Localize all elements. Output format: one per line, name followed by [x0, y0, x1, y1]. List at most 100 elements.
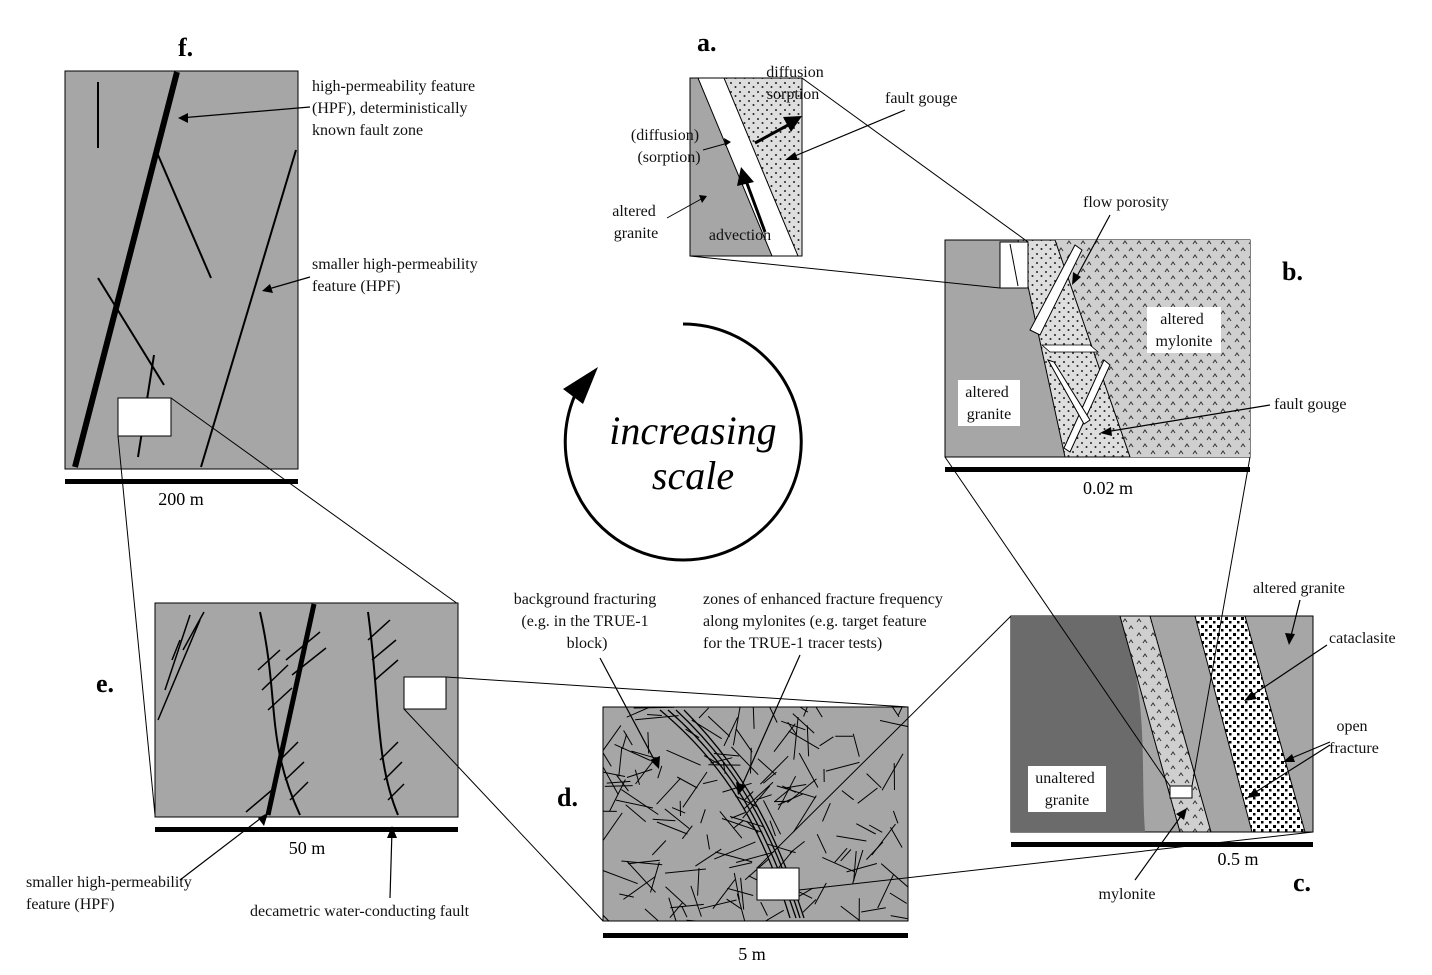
panel-d-leader: [739, 654, 801, 791]
arrowhead-icon: [258, 813, 268, 826]
panel-e-letter: e.: [96, 669, 114, 698]
panel-d-fracture: [892, 810, 899, 824]
increasing-scale-indicator: increasing scale: [563, 322, 803, 562]
panel-d-fracture: [618, 747, 623, 777]
connector-c-b: [944, 456, 1251, 787]
panel-d-fracture: [634, 769, 640, 785]
panel-d-fracture: [752, 707, 755, 729]
panel-c-scale-label: 0.5 m: [1217, 849, 1258, 869]
panel-d-fracture: [769, 820, 776, 837]
panel-c-label-altered-granite: altered granite: [1253, 580, 1345, 597]
panel-d-fracture: [712, 879, 736, 910]
panel-d-fracture: [889, 892, 907, 904]
panel-d-fracture: [788, 730, 820, 750]
panel-d-fracture: [803, 707, 808, 717]
circular-arrow-icon: [563, 322, 803, 562]
panel-b-leader: [1104, 404, 1271, 433]
panel-d-fracture: [676, 776, 698, 789]
panel-b-label-flow-porosity: flow porosity: [1083, 194, 1169, 211]
panel-c-mylonite-band: [1119, 616, 1212, 832]
panel-d-fracture: [822, 856, 855, 873]
panel-d-fracture: [868, 824, 883, 833]
panel-d-fracture: [603, 812, 623, 842]
panel-d-fracture: [698, 707, 710, 719]
panel-d-fracture: [744, 791, 754, 801]
panel-e-fault-trace: [259, 611, 301, 816]
panel-d-fracture: [686, 919, 700, 921]
arrowhead-icon: [387, 826, 397, 838]
panel-d-fracture: [840, 849, 852, 862]
arrowhead-icon: [1285, 633, 1295, 645]
panel-d-fracture: [603, 725, 622, 752]
panel-d-fracture: [633, 707, 675, 709]
connector-d-c: [756, 615, 1314, 891]
panel-d-fracture: [784, 784, 807, 789]
arrowhead-icon: [1283, 754, 1295, 762]
panel-a: a. diffusion sorption fault gouge (diffu…: [612, 28, 957, 257]
panel-d-fracture: [852, 849, 864, 884]
panel-d-fracture: [743, 781, 774, 810]
panel-a-leader: [666, 197, 704, 219]
panel-d-fracture: [792, 713, 815, 734]
panel-d-fracture: [777, 793, 804, 806]
panel-c-label-mylonite: mylonite: [1099, 886, 1156, 903]
panel-a-leader: [702, 142, 729, 151]
panel-b-zoom-fracture: [1009, 243, 1019, 287]
arrowhead-icon: [724, 138, 731, 146]
panel-a-label-altered-granite: altered granite: [612, 203, 660, 242]
panel-b-label-bg: [1147, 307, 1221, 353]
panel-f-major-fault-zone: [72, 71, 180, 468]
panel-d-fracture: [861, 907, 886, 913]
panel-c-leader: [1286, 741, 1331, 761]
panel-c-zoom-box: [1169, 785, 1193, 799]
panel-d-fracture: [626, 860, 656, 893]
panel-d-fracture: [697, 867, 700, 896]
connector-e-d: [403, 676, 909, 922]
panel-f-leader: [264, 276, 311, 291]
arrowhead-icon: [699, 195, 707, 203]
panel-c: 0.5 m c. unaltered granite altered grani…: [1010, 580, 1396, 903]
panel-d-fracture: [603, 766, 619, 795]
panel-d-fracture: [897, 707, 903, 716]
panel-b-label-bg: [958, 380, 1020, 426]
panel-b-label-altered-mylonite: altered mylonite: [1156, 311, 1213, 350]
panel-d-fracture: [670, 903, 704, 909]
panel-d-fracture: [614, 743, 651, 761]
panel-d-fracture: [769, 707, 778, 723]
panel-c-label-unaltered: unaltered granite: [1035, 770, 1099, 809]
panel-d-fracture: [776, 785, 816, 799]
panel-a-label-diffusion-paren: (diffusion) (sorption): [631, 127, 703, 166]
panel-d-fracture: [700, 809, 706, 824]
panel-b: 0.02 m b. flow porosity altered mylonite…: [944, 194, 1346, 498]
panel-c-letter: c.: [1293, 868, 1311, 897]
panel-e-leader: [179, 814, 266, 881]
panel-d-fracture: [764, 909, 784, 921]
panel-c-leader: [1250, 744, 1331, 796]
panel-d-fracture: [857, 787, 878, 804]
panel-f-letter: f.: [178, 33, 193, 62]
panel-d-fracture: [669, 901, 684, 919]
panel-d-fracture: [866, 841, 884, 860]
panel-a-letter: a.: [697, 28, 717, 57]
panel-b-flow-porosity: [1063, 359, 1111, 453]
panel-d-fracture: [880, 863, 908, 888]
panel-d-fracture: [623, 875, 656, 900]
panel-a-label-advection: advection: [709, 227, 771, 244]
panel-d-fracture: [793, 795, 817, 833]
panel-e-leader: [389, 829, 393, 899]
panel-e-zoom-box: [403, 676, 447, 710]
center-label-line1: increasing: [609, 408, 776, 453]
panel-c-label-cataclasite: cataclasite: [1329, 630, 1396, 647]
panel-d-fracture: [603, 771, 626, 777]
panel-a-leader: [789, 109, 906, 159]
panel-e-scale-label: 50 m: [289, 838, 326, 858]
panel-d-fracture: [881, 753, 904, 791]
panel-d-fracture: [644, 908, 660, 921]
panel-d-fracture: [626, 768, 653, 778]
panel-d-fracture: [890, 915, 908, 920]
panel-b-scale-label: 0.02 m: [1083, 478, 1133, 498]
panel-d-fracture: [715, 851, 753, 863]
panel-d-fracture: [626, 707, 652, 718]
panel-c-leader: [1247, 644, 1328, 699]
